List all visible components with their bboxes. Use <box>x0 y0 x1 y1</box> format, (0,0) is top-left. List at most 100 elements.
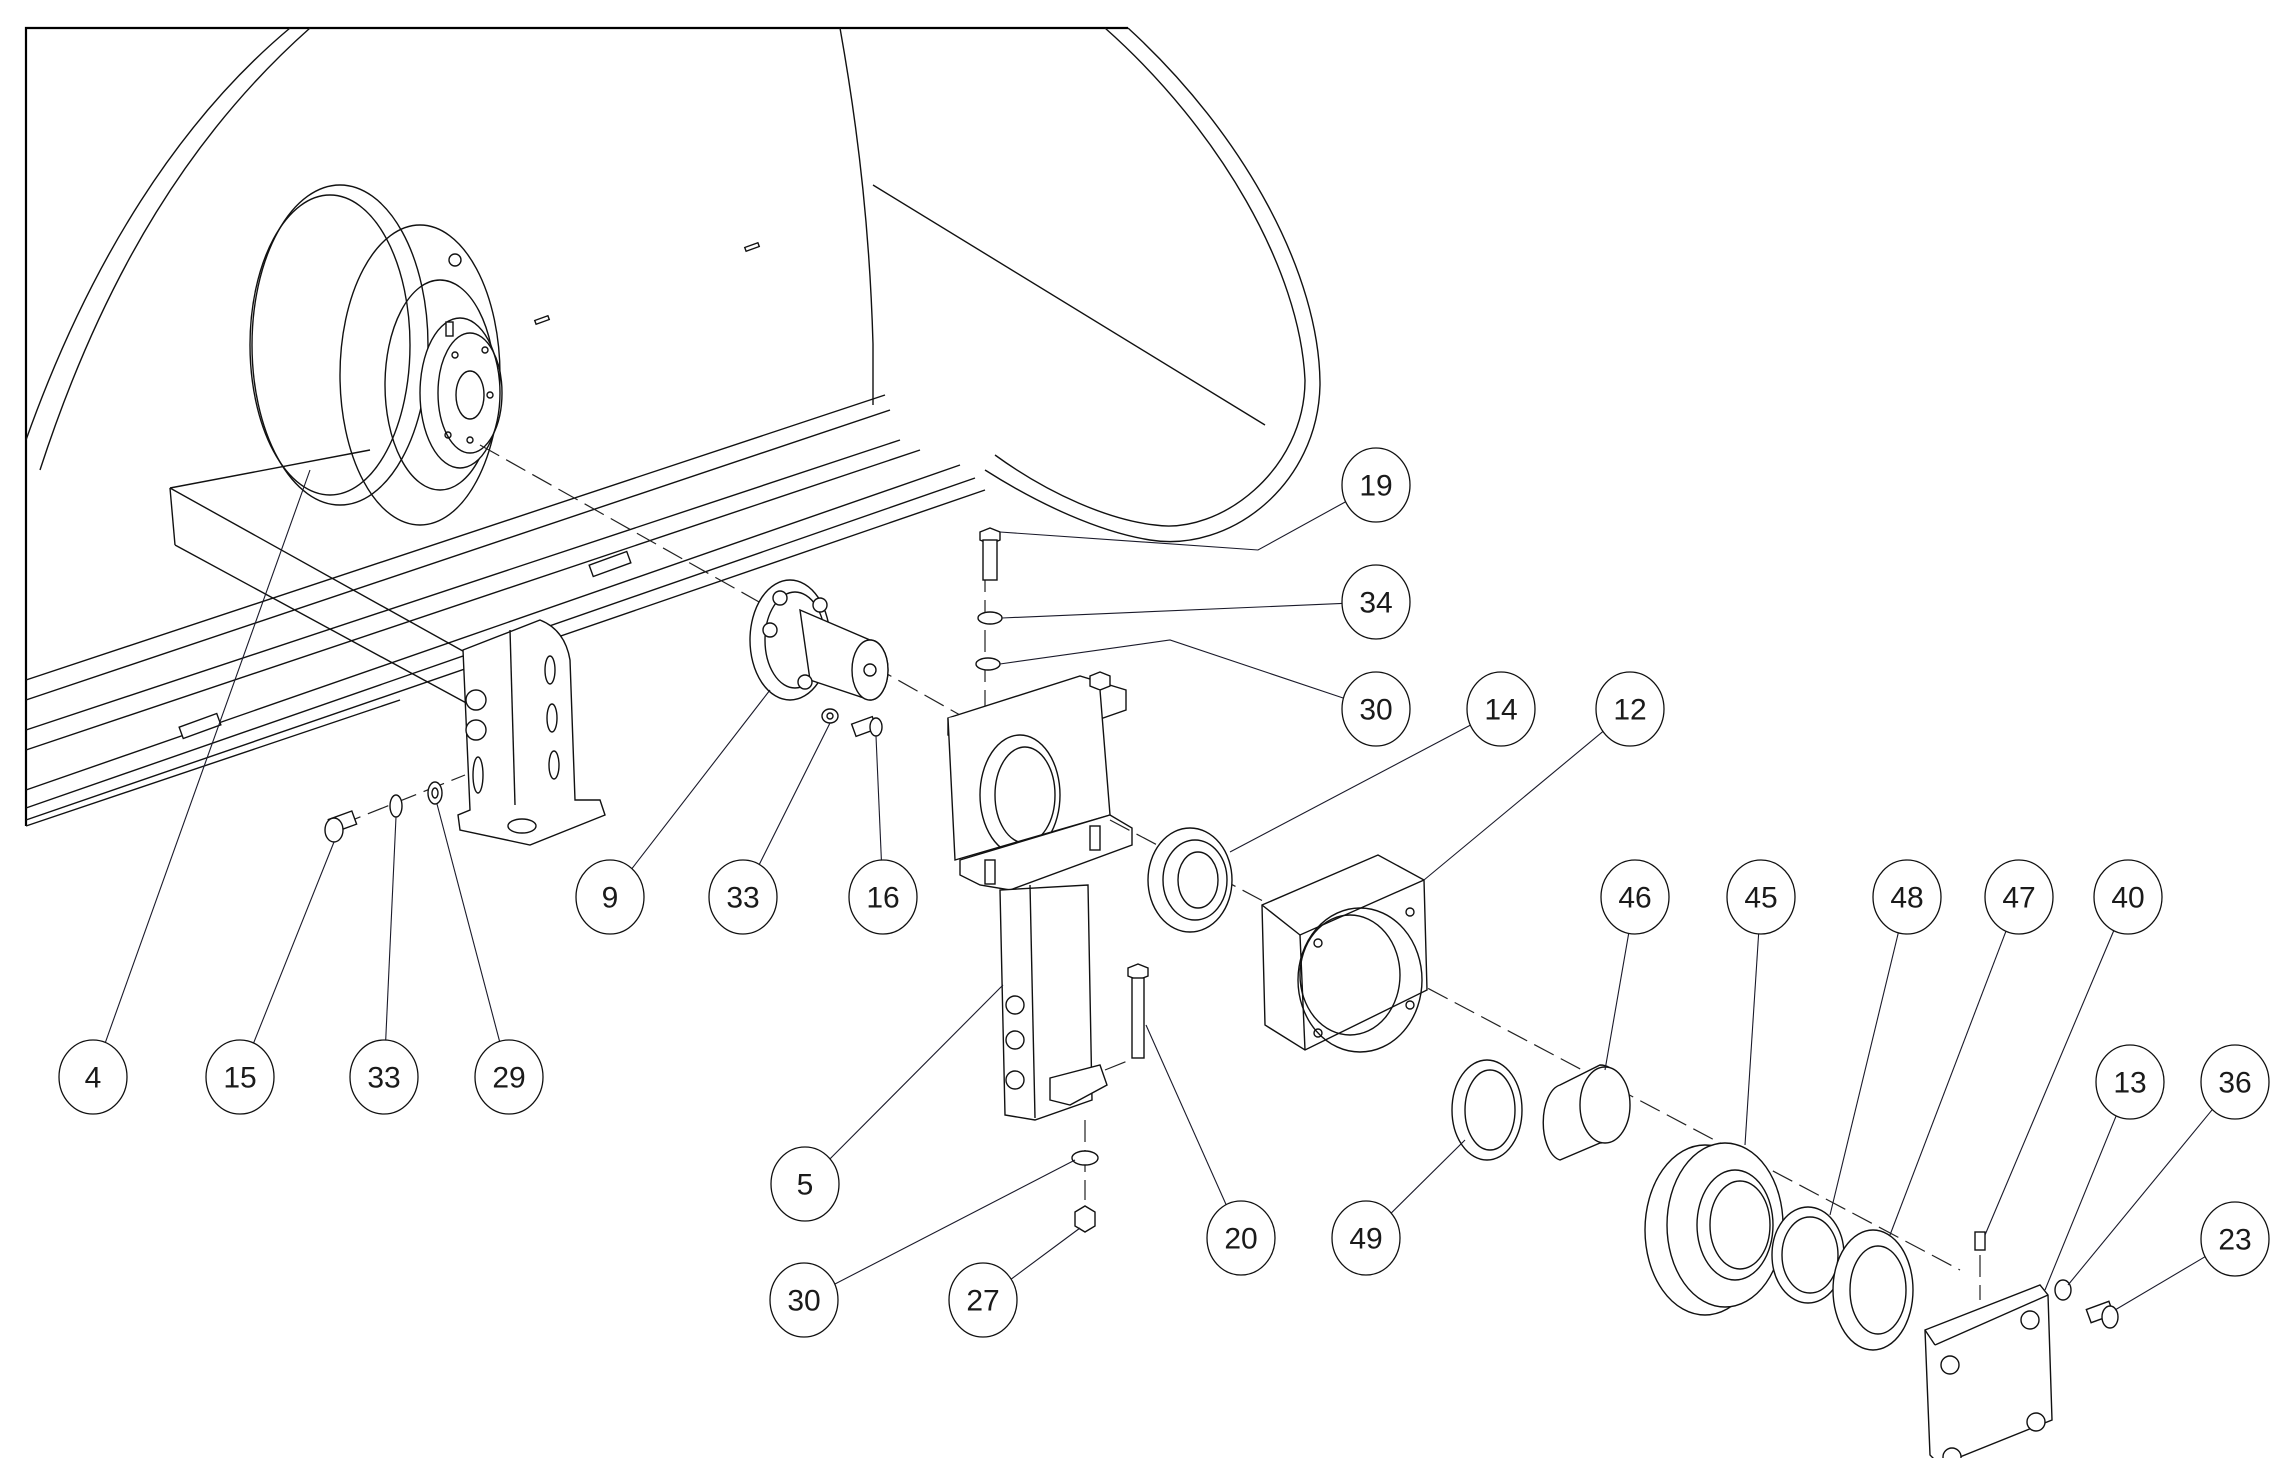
balloon-item-13[interactable]: 13 <box>2095 1044 2165 1120</box>
balloon-label: 45 <box>1744 882 1777 915</box>
item-balloons: 19 34 30 14 12 4 15 33 29 9 33 16 5 30 27 20 49 46 45 48 47 4… <box>58 447 2270 1338</box>
leader-line-45 <box>1744 933 1760 1146</box>
balloon-circle <box>848 859 918 935</box>
leader-line-30 <box>834 1159 1076 1285</box>
balloon-item-36[interactable]: 36 <box>2200 1044 2270 1120</box>
balloon-item-29[interactable]: 29 <box>474 1039 544 1115</box>
balloon-circle <box>575 859 645 935</box>
balloon-circle <box>770 1146 840 1222</box>
balloon-item-27[interactable]: 27 <box>948 1262 1018 1338</box>
balloon-circle <box>1595 671 1665 747</box>
balloon-circle <box>1341 447 1411 523</box>
balloon-item-30[interactable]: 30 <box>769 1262 839 1338</box>
balloon-circle <box>2200 1201 2270 1277</box>
balloon-item-19[interactable]: 19 <box>1341 447 1411 523</box>
hopper-body <box>25 27 1321 543</box>
leader-line-13 <box>2044 1115 2117 1291</box>
leader-line-9 <box>631 689 771 870</box>
balloon-item-14[interactable]: 14 <box>1466 671 1536 747</box>
leader-line-46 <box>1604 933 1630 1071</box>
bracket-fasteners <box>324 774 466 843</box>
balloon-circle <box>205 1039 275 1115</box>
balloon-item-48[interactable]: 48 <box>1872 859 1942 935</box>
balloon-label: 4 <box>85 1062 102 1095</box>
balloon-item-45[interactable]: 45 <box>1726 859 1796 935</box>
balloon-circle <box>1726 859 1796 935</box>
balloon-circle <box>1872 859 1942 935</box>
balloon-item-49[interactable]: 49 <box>1331 1200 1401 1276</box>
leader-line-15 <box>253 841 335 1044</box>
balloon-item-33[interactable]: 33 <box>708 859 778 935</box>
leader-lines <box>104 469 2213 1311</box>
leader-line-14 <box>1229 724 1471 853</box>
leader-line-49 <box>1390 1139 1466 1214</box>
balloon-label: 33 <box>367 1062 400 1095</box>
balloon-item-15[interactable]: 15 <box>205 1039 275 1115</box>
balloon-label: 47 <box>2002 882 2035 915</box>
auger-hub <box>249 184 503 526</box>
balloon-label: 14 <box>1484 694 1517 727</box>
balloon-label: 29 <box>492 1062 525 1095</box>
mounting-bracket-left <box>457 619 606 846</box>
balloon-item-5[interactable]: 5 <box>770 1146 840 1222</box>
balloon-circle <box>474 1039 544 1115</box>
balloon-item-9[interactable]: 9 <box>575 859 645 935</box>
balloon-circle <box>708 859 778 935</box>
balloon-item-4[interactable]: 4 <box>58 1039 128 1115</box>
leader-line-4 <box>104 469 311 1043</box>
balloon-circle <box>349 1039 419 1115</box>
balloon-circle <box>2095 1044 2165 1120</box>
balloon-label: 30 <box>787 1285 820 1318</box>
balloon-circle <box>1206 1200 1276 1276</box>
balloon-label: 49 <box>1349 1223 1382 1256</box>
leader-line-33 <box>758 722 831 865</box>
balloon-item-20[interactable]: 20 <box>1206 1200 1276 1276</box>
leader-line-5 <box>829 984 1004 1160</box>
balloon-circle <box>58 1039 128 1115</box>
leader-line-29 <box>436 803 501 1042</box>
balloon-label: 46 <box>1618 882 1651 915</box>
balloon-circle <box>769 1262 839 1338</box>
balloon-label: 12 <box>1613 694 1646 727</box>
flange-shaft <box>479 444 961 738</box>
balloon-label: 33 <box>726 882 759 915</box>
view-frame <box>24 26 1128 826</box>
balloon-circle <box>1341 671 1411 747</box>
balloon-item-30[interactable]: 30 <box>1341 671 1411 747</box>
leader-line-33 <box>385 816 397 1041</box>
balloon-item-34[interactable]: 34 <box>1341 564 1411 640</box>
balloon-label: 34 <box>1359 587 1392 620</box>
balloon-label: 16 <box>866 882 899 915</box>
balloon-circle <box>1331 1200 1401 1276</box>
balloon-item-23[interactable]: 23 <box>2200 1201 2270 1277</box>
leader-line-30 <box>999 639 1344 699</box>
support-bracket <box>947 527 1149 1233</box>
balloon-label: 15 <box>223 1062 256 1095</box>
leader-line-19 <box>999 501 1346 551</box>
balloon-item-46[interactable]: 46 <box>1600 859 1670 935</box>
cover-plate <box>1924 1231 2119 1458</box>
balloon-item-47[interactable]: 47 <box>1984 859 2054 935</box>
balloon-label: 36 <box>2218 1067 2251 1100</box>
balloon-circle <box>948 1262 1018 1338</box>
balloon-circle <box>1466 671 1536 747</box>
balloon-item-33[interactable]: 33 <box>349 1039 419 1115</box>
leader-line-20 <box>1145 1024 1227 1205</box>
balloon-label: 20 <box>1224 1223 1257 1256</box>
balloon-item-16[interactable]: 16 <box>848 859 918 935</box>
balloon-item-12[interactable]: 12 <box>1595 671 1665 747</box>
leader-line-48 <box>1829 932 1899 1216</box>
balloon-circle <box>2093 859 2163 935</box>
balloon-circle <box>2200 1044 2270 1120</box>
balloon-label: 23 <box>2218 1224 2251 1257</box>
balloon-label: 40 <box>2111 882 2144 915</box>
leader-line-12 <box>1423 731 1604 881</box>
balloon-label: 5 <box>797 1169 814 1202</box>
bearing-stack <box>1451 1059 1914 1351</box>
balloon-item-40[interactable]: 40 <box>2093 859 2163 935</box>
balloon-circle <box>1341 564 1411 640</box>
leader-line-47 <box>1889 930 2007 1236</box>
balloon-label: 30 <box>1359 694 1392 727</box>
seal-and-housing <box>1109 819 1961 1271</box>
